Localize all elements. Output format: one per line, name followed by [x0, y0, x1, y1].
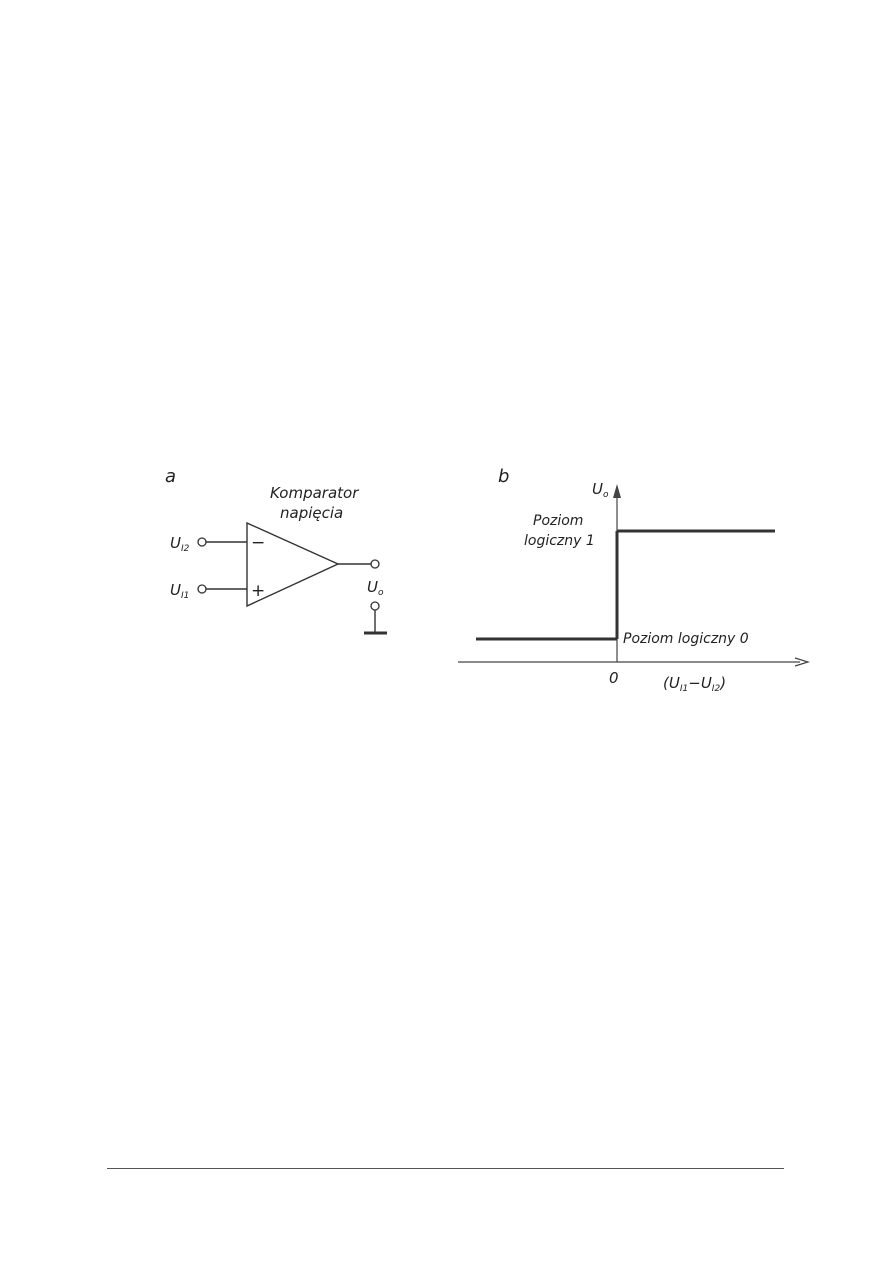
high-level-label-line1: Poziom [533, 513, 583, 529]
inverting-input-label: UI2 [170, 534, 190, 554]
panel-b: b Uo Poziom logiczny 1 Poziom logiczny 0… [458, 466, 811, 694]
y-axis-arrow [613, 484, 621, 498]
panel-a-letter: a [165, 466, 176, 487]
noninverting-input-label: UI1 [170, 581, 189, 601]
high-level-label-line2: logiczny 1 [524, 533, 595, 549]
noninverting-sign: + [251, 581, 265, 601]
footer-rule [107, 1168, 784, 1169]
inverting-sign: − [251, 533, 265, 553]
low-level-label: Poziom logiczny 0 [623, 631, 749, 647]
opamp-triangle [246, 521, 340, 608]
x-axis-label: (UI1−UI2) [663, 674, 726, 694]
output-label: Uo [367, 578, 384, 598]
panel-a: a Komparator napięcia − + UI2 UI1 Uo [165, 466, 387, 635]
comparator-title-line2: napięcia [280, 504, 343, 522]
x-axis-arrow [794, 657, 811, 667]
ground-terminal [370, 601, 380, 611]
inverting-input-terminal [197, 537, 207, 547]
panel-b-letter: b [498, 466, 509, 487]
noninverting-input-terminal [197, 584, 207, 594]
y-axis-label: Uo [592, 480, 609, 500]
output-terminal [370, 559, 380, 569]
comparator-title-line1: Komparator [270, 484, 359, 502]
origin-label: 0 [609, 669, 619, 687]
